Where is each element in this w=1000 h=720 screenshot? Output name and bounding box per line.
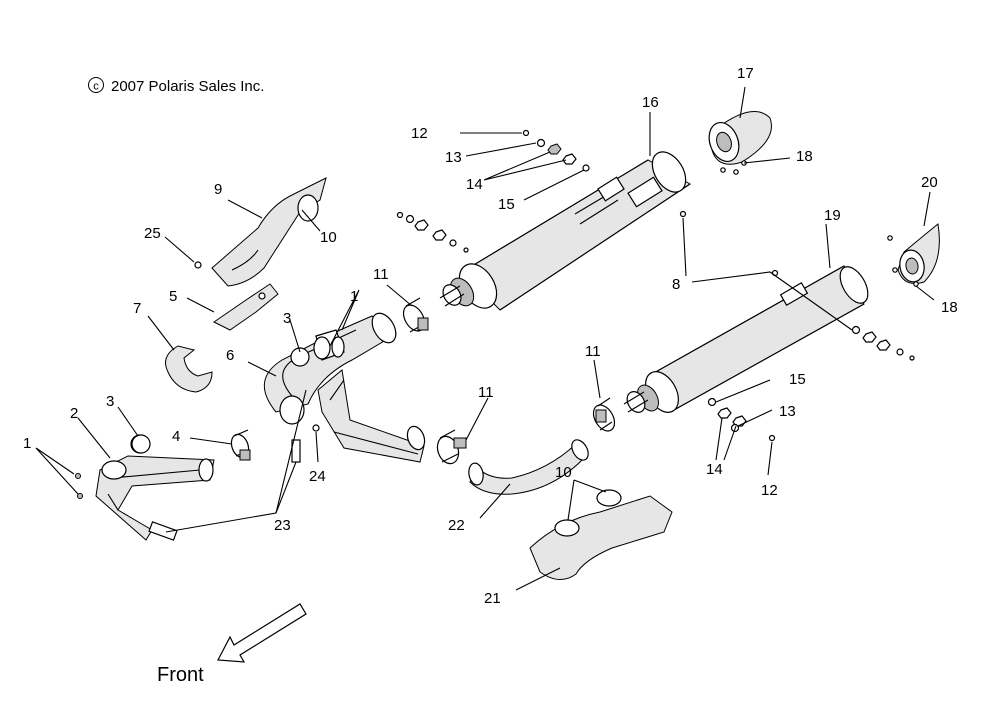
callout-12a: 12 — [411, 125, 428, 142]
callout-4: 4 — [172, 428, 180, 445]
callout-1a: 1 — [23, 435, 31, 452]
callout-3a: 3 — [106, 393, 114, 410]
callout-21: 21 — [484, 590, 501, 607]
callout-8: 8 — [672, 276, 680, 293]
callout-19: 19 — [824, 207, 841, 224]
callout-3b: 3 — [283, 310, 291, 327]
clamp-mid — [436, 429, 467, 465]
callout-16: 16 — [642, 94, 659, 111]
callout-17: 17 — [737, 65, 754, 82]
callout-25: 25 — [144, 225, 161, 242]
callout-9: 9 — [214, 181, 222, 198]
callout-18b: 18 — [941, 299, 958, 316]
clamp-upper — [402, 297, 429, 333]
callout-14b: 14 — [706, 461, 723, 478]
callout-13b: 13 — [779, 403, 796, 420]
heat-shield-upper — [194, 177, 327, 287]
lower-muffler — [623, 265, 869, 413]
mid-pipe — [468, 439, 589, 495]
callout-23: 23 — [274, 517, 291, 534]
callout-10b: 10 — [555, 464, 572, 481]
callout-15a: 15 — [498, 196, 515, 213]
callout-2: 2 — [70, 405, 78, 422]
heat-shield-small — [213, 283, 279, 331]
upper-end-cap — [708, 111, 772, 175]
heat-shield-lower — [529, 489, 673, 580]
callout-6: 6 — [226, 347, 234, 364]
callout-14a: 14 — [466, 176, 483, 193]
lower-end-cap — [887, 223, 940, 287]
callout-11b: 11 — [585, 343, 601, 360]
callout-labels: 1 1 2 3 3 4 5 6 7 8 9 10 10 11 11 11 12 … — [23, 65, 958, 607]
heat-shield-left — [165, 345, 213, 393]
callout-5: 5 — [169, 288, 177, 305]
copyright-symbol: c — [93, 81, 99, 93]
callout-20: 20 — [921, 174, 938, 191]
clamp-mid-right — [592, 397, 616, 432]
callout-15b: 15 — [789, 371, 806, 388]
callout-22: 22 — [448, 517, 465, 534]
copyright-text: 2007 Polaris Sales Inc. — [111, 78, 264, 95]
callout-10a: 10 — [320, 229, 337, 246]
o-ring-3-left — [131, 434, 151, 454]
o2-sensor-23 — [291, 424, 320, 463]
callout-1b: 1 — [350, 288, 358, 305]
callout-18a: 18 — [796, 148, 813, 165]
callout-11a: 11 — [373, 266, 389, 283]
callout-7: 7 — [133, 300, 141, 317]
callout-12b: 12 — [761, 482, 778, 499]
copyright-notice: c 2007 Polaris Sales Inc. — [88, 77, 264, 95]
upper-muffler — [439, 151, 691, 311]
leader-lines — [35, 86, 935, 591]
callout-13a: 13 — [445, 149, 462, 166]
front-head-pipe — [75, 434, 215, 541]
callout-11c: 11 — [478, 384, 494, 401]
head-pipe-assembly — [263, 312, 426, 463]
front-label: Front — [157, 664, 204, 686]
front-direction-arrow — [217, 603, 307, 663]
upper-hardware-stack — [396, 129, 687, 253]
clamp-left — [230, 429, 251, 461]
callout-24: 24 — [309, 468, 326, 485]
